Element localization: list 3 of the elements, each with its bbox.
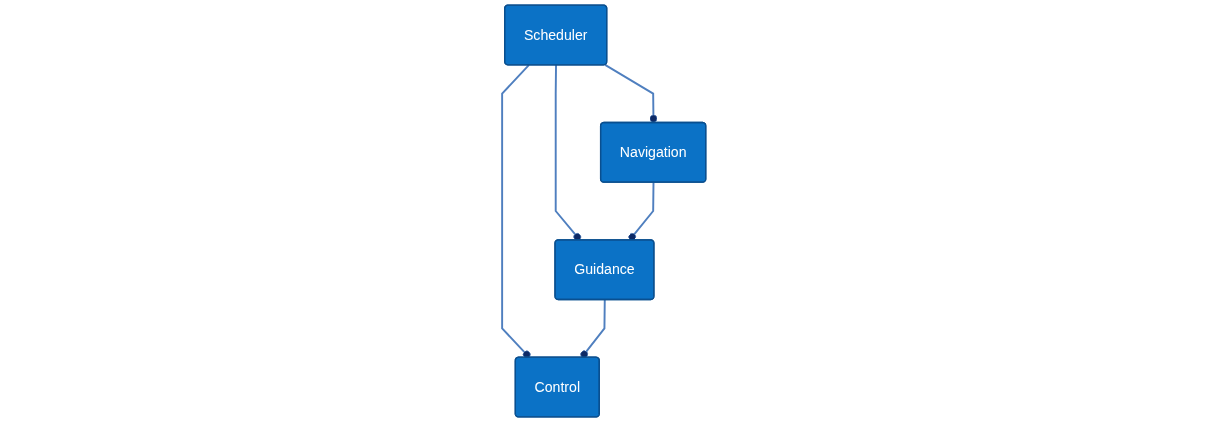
connector [603,63,657,124]
connector [500,64,531,359]
connector [579,298,606,359]
